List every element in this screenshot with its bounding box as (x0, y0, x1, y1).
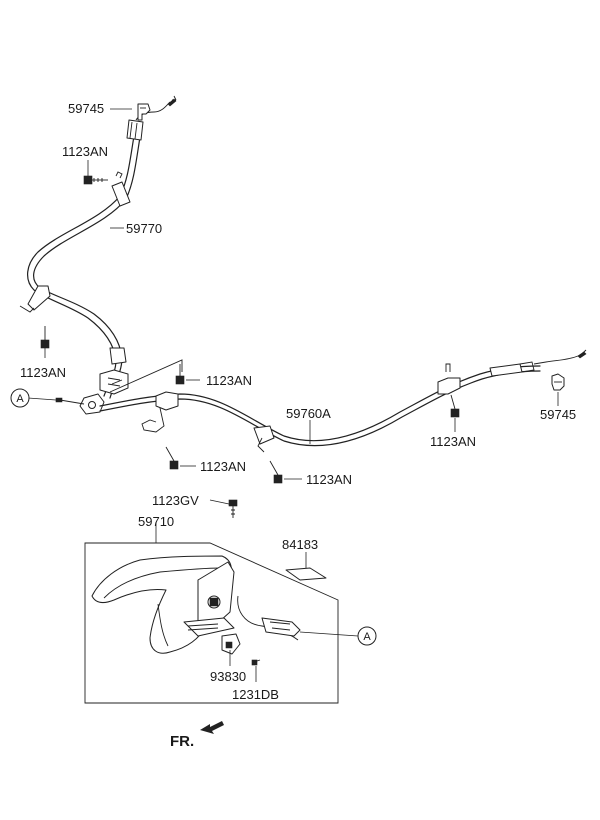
callout-a-right: A (357, 626, 377, 646)
label-59770: 59770 (126, 221, 162, 236)
front-direction-arrow-icon (200, 721, 224, 734)
label-59710: 59710 (138, 514, 174, 529)
grip-cover-84183 (285, 567, 327, 581)
label-1123an-mid-upper: 1123AN (206, 373, 252, 388)
callout-a-left: A (10, 388, 30, 408)
clip-59745-right (551, 373, 565, 391)
label-1231db: 1231DB (232, 687, 279, 702)
bolt-1123gv (228, 499, 238, 518)
bolt-1123an-rear-right (450, 394, 460, 418)
rear-cable-59760a (99, 349, 587, 453)
label-59745-right: 59745 (540, 407, 576, 422)
label-59745-top: 59745 (68, 101, 104, 116)
label-84183: 84183 (282, 537, 318, 552)
front-direction-indicator: FR. (170, 721, 224, 750)
lever-assembly-59710 (84, 542, 359, 704)
bolt-1123an-mid-lower-left (165, 446, 179, 470)
callout-a-left-text: A (16, 393, 24, 405)
label-1123an-mid-lower-right: 1123AN (306, 472, 352, 487)
callout-a-right-text: A (363, 631, 371, 643)
bolt-1123an-mid-upper (175, 364, 185, 385)
label-1123an-top: 1123AN (62, 144, 108, 159)
leader-lines (27, 108, 559, 682)
label-1123an-rear-right: 1123AN (430, 434, 476, 449)
bolt-1123an-top (83, 175, 108, 185)
front-direction-label: FR. (170, 733, 194, 750)
front-cable-59770 (19, 95, 177, 415)
label-1123an-left: 1123AN (20, 365, 66, 380)
bolt-1123an-left (40, 326, 50, 349)
label-1123gv: 1123GV (152, 493, 199, 508)
label-1123an-mid-lower-left: 1123AN (200, 459, 246, 474)
clip-59745-top (137, 103, 151, 121)
label-93830: 93830 (210, 669, 246, 684)
bolt-1123an-mid-lower-right (269, 460, 283, 484)
label-59760a: 59760A (286, 406, 331, 421)
